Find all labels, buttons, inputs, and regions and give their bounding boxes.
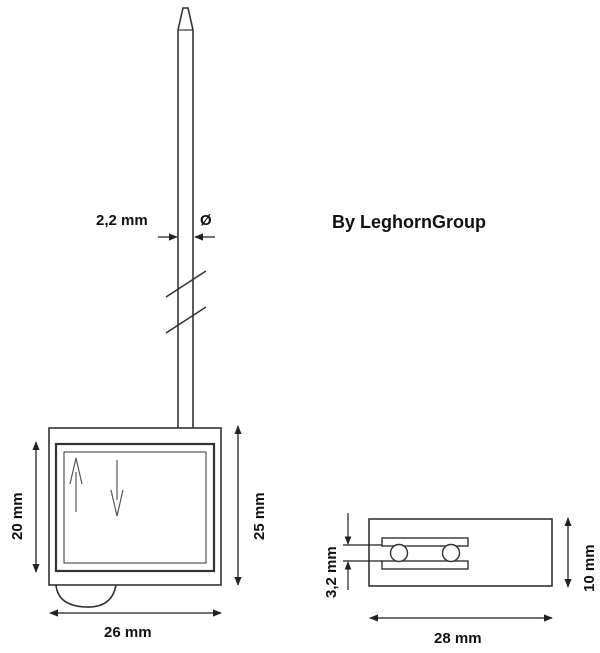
hole-diameter-label: 3,2 mm bbox=[323, 546, 340, 598]
outer-height-label: 25 mm bbox=[251, 492, 268, 540]
arrow-up-icon bbox=[69, 457, 83, 512]
brand-text: By LeghornGroup bbox=[332, 212, 486, 232]
seal-body-front bbox=[48, 427, 222, 608]
diameter-symbol: Ø bbox=[200, 212, 212, 229]
wire bbox=[177, 7, 194, 428]
seal-body-side bbox=[368, 518, 553, 587]
body-bottom-bulge bbox=[55, 584, 117, 608]
direction-arrows bbox=[69, 457, 124, 517]
arrow-down-icon bbox=[110, 460, 124, 517]
wire-diameter-label: 2,2 mm bbox=[96, 212, 148, 229]
body-width-label: 26 mm bbox=[104, 624, 152, 641]
hole-diameter-dimension bbox=[343, 513, 382, 590]
side-height-label: 10 mm bbox=[581, 544, 598, 592]
inner-height-label: 20 mm bbox=[9, 492, 26, 540]
side-width-label: 28 mm bbox=[434, 630, 482, 647]
body-window bbox=[63, 451, 207, 564]
hole-left bbox=[389, 543, 409, 563]
wire-tip bbox=[177, 7, 194, 31]
channel-bottom bbox=[381, 560, 469, 570]
channel-top bbox=[381, 537, 469, 547]
hole-right bbox=[441, 543, 461, 563]
wire-break-marks bbox=[165, 270, 207, 334]
